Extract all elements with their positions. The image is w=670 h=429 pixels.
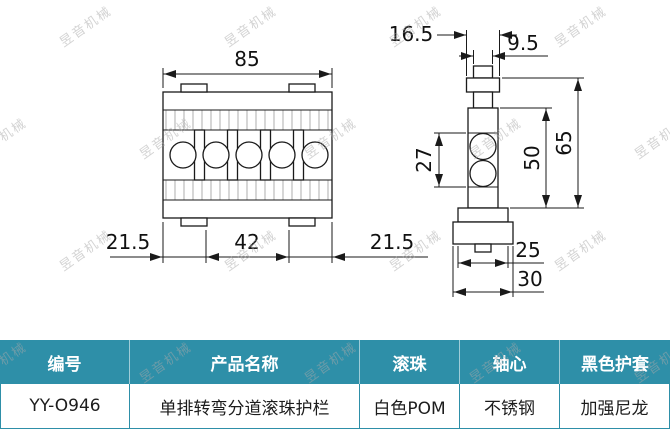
table-cell-ball: 白色POM	[360, 384, 460, 429]
spec-table-data-row: YY-O946 单排转弯分道滚珠护栏 白色POM 不锈钢 加强尼龙	[0, 384, 670, 429]
dim-center-pitch: 42	[234, 230, 259, 254]
dim-neck-width: 9.5	[507, 31, 539, 55]
front-view	[162, 83, 333, 227]
table-header-product-name: 产品名称	[130, 340, 360, 384]
dim-base-upper: 25	[515, 238, 540, 262]
technical-drawing: 85 21.5 42 21.5 16.5	[106, 22, 584, 297]
spec-table: 编号 产品名称 滚珠 轴心 黑色护套 YY-O946 单排转弯分道滚珠护栏 白色…	[0, 340, 670, 429]
dim-top-width: 16.5	[389, 22, 434, 46]
ball	[469, 159, 497, 188]
table-cell-sheath: 加强尼龙	[560, 384, 670, 429]
dim-left-pitch: 21.5	[106, 230, 151, 254]
side-view	[452, 65, 514, 253]
ball	[301, 141, 329, 169]
ball	[469, 132, 497, 161]
table-header-shaft: 轴心	[460, 340, 560, 384]
table-header-sheath: 黑色护套	[581, 354, 649, 375]
dim-overall-width: 85	[234, 47, 259, 71]
dim-right-pitch: 21.5	[370, 230, 415, 254]
dim-ball-section: 27	[412, 147, 436, 172]
spec-table-header-row: 编号 产品名称 滚珠 轴心 黑色护套	[0, 340, 670, 384]
ball	[202, 141, 230, 169]
table-header-ball: 滚珠	[360, 340, 460, 384]
dim-body-height: 50	[520, 145, 544, 170]
table-cell-product-name: 单排转弯分道滚珠护栏	[130, 384, 360, 429]
table-cell-shaft: 不锈钢	[460, 384, 560, 429]
table-header-code: 编号	[0, 340, 130, 384]
dim-base-lower: 30	[517, 267, 542, 291]
ball	[169, 141, 197, 169]
ball	[268, 141, 296, 169]
front-view-dimensions: 85 21.5 42 21.5	[106, 47, 428, 263]
side-view-dimensions: 16.5 9.5 27 50 65 25	[389, 22, 584, 297]
ball	[235, 141, 263, 169]
dim-total-height: 65	[552, 130, 576, 155]
table-cell-code: YY-O946	[0, 384, 130, 429]
